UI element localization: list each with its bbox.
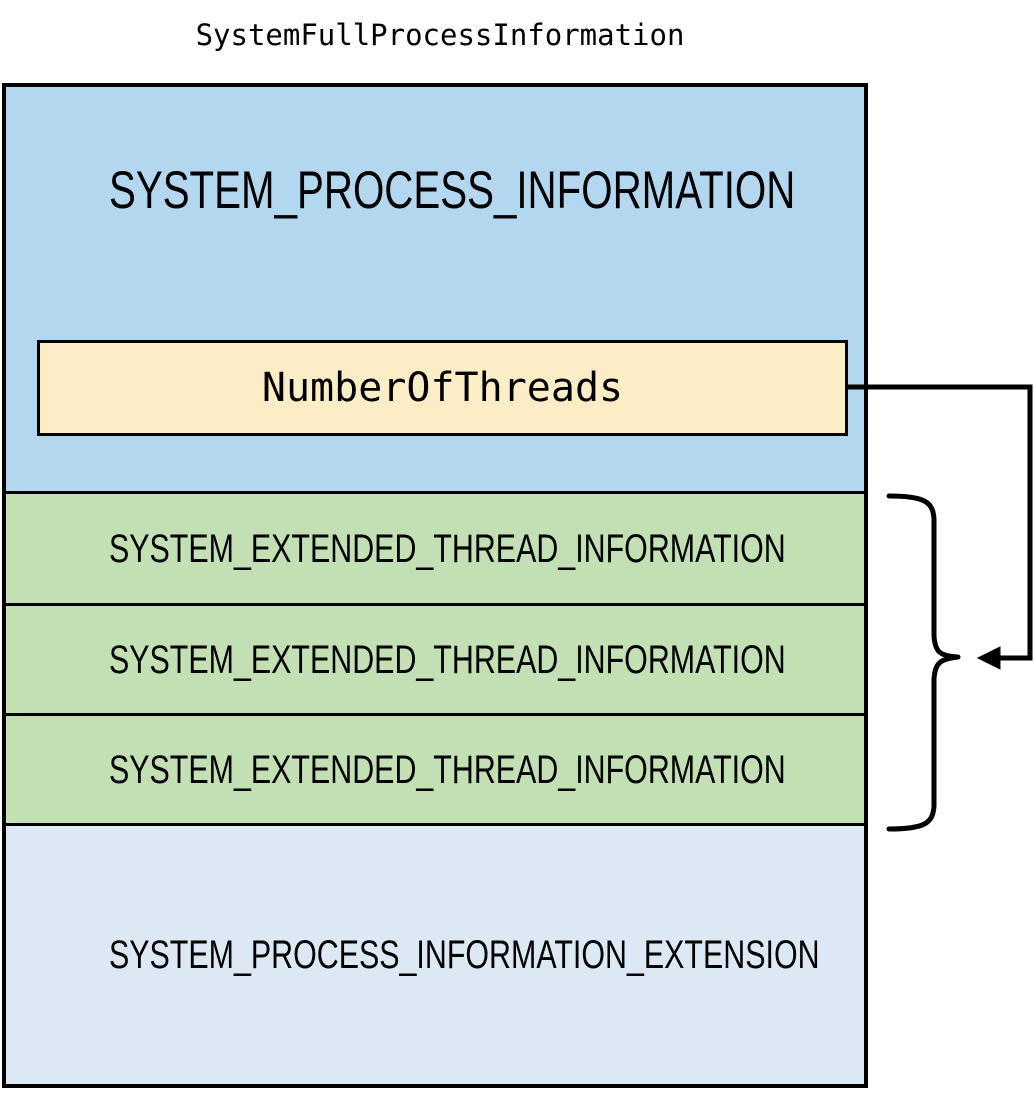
- thread-array-brace-icon: [886, 493, 961, 832]
- page-title: SystemFullProcessInformation: [195, 18, 685, 52]
- section-thread-2: SYSTEM_EXTENDED_THREAD_INFORMATION: [2, 716, 868, 826]
- section-label-thread-0: SYSTEM_EXTENDED_THREAD_INFORMATION: [108, 526, 786, 571]
- section-label-thread-1: SYSTEM_EXTENDED_THREAD_INFORMATION: [108, 637, 786, 682]
- section-label-process: SYSTEM_PROCESS_INFORMATION: [108, 161, 796, 220]
- section-label-extension: SYSTEM_PROCESS_INFORMATION_EXTENSION: [108, 933, 820, 977]
- connector-line: [848, 384, 1033, 661]
- section-thread-0: SYSTEM_EXTENDED_THREAD_INFORMATION: [2, 494, 868, 606]
- field-label-number-of-threads: NumberOfThreads: [261, 365, 624, 411]
- field-number-of-threads: NumberOfThreads: [37, 340, 848, 436]
- section-process-information-extension: SYSTEM_PROCESS_INFORMATION_EXTENSION: [2, 826, 868, 1088]
- section-thread-1: SYSTEM_EXTENDED_THREAD_INFORMATION: [2, 606, 868, 716]
- section-label-thread-2: SYSTEM_EXTENDED_THREAD_INFORMATION: [108, 747, 786, 792]
- arrow-head-icon: [976, 646, 1001, 670]
